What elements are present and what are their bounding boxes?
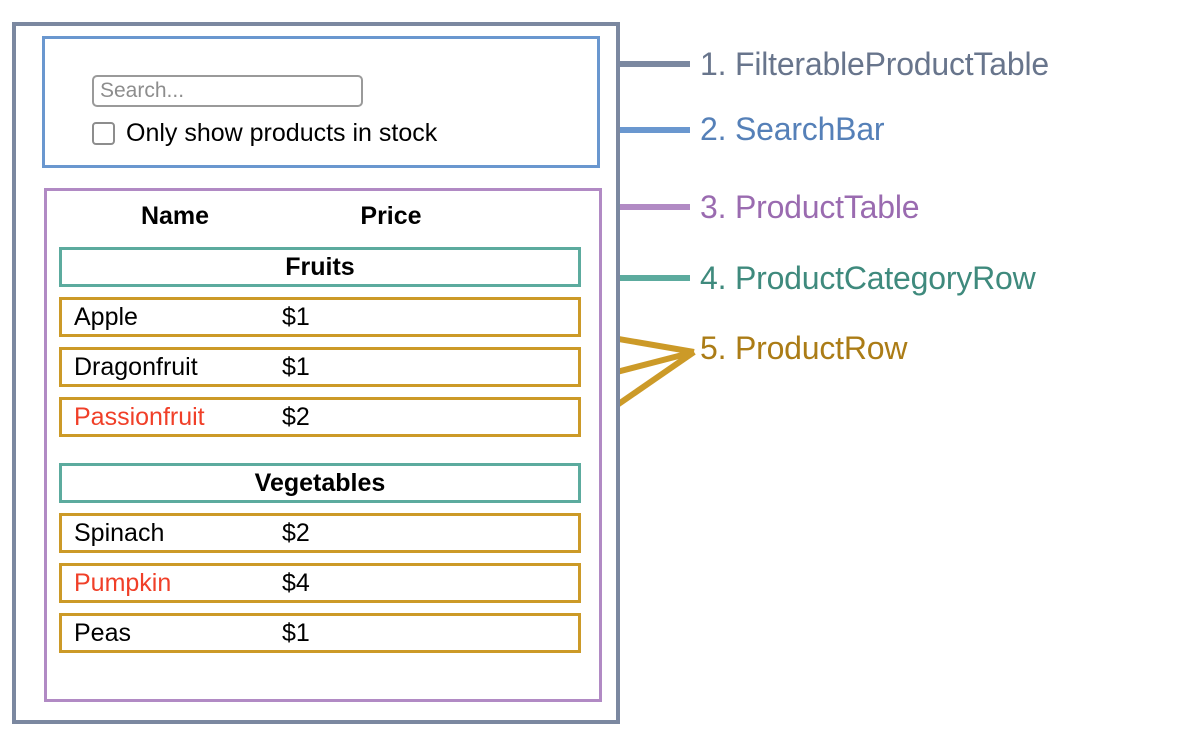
product-name: Pumpkin bbox=[74, 568, 172, 597]
legend-label-product-row: 5. ProductRow bbox=[700, 330, 908, 366]
product-name: Apple bbox=[74, 302, 138, 331]
legend-label-filterable-product-table: 1. FilterableProductTable bbox=[700, 46, 1049, 82]
in-stock-filter-row[interactable]: Only show products in stock bbox=[92, 121, 437, 146]
search-input[interactable] bbox=[92, 75, 363, 107]
product-row: Pumpkin $4 bbox=[59, 563, 581, 603]
filterable-product-table-frame: Only show products in stock Name Price F… bbox=[12, 22, 620, 724]
product-row: Apple $1 bbox=[59, 297, 581, 337]
product-name: Passionfruit bbox=[74, 402, 205, 431]
product-price: $2 bbox=[282, 402, 310, 431]
product-table-frame: Name Price Fruits Apple $1 Dragonfruit $… bbox=[44, 188, 602, 702]
product-category-row: Vegetables bbox=[59, 463, 581, 503]
product-row: Spinach $2 bbox=[59, 513, 581, 553]
legend-label-search-bar: 2. SearchBar bbox=[700, 111, 885, 147]
product-price: $2 bbox=[282, 518, 310, 547]
legend-label-product-table: 3. ProductTable bbox=[700, 189, 920, 225]
product-table-header-row: Name Price bbox=[59, 198, 581, 234]
product-price: $4 bbox=[282, 568, 310, 597]
product-row: Peas $1 bbox=[59, 613, 581, 653]
product-category-row: Fruits bbox=[59, 247, 581, 287]
in-stock-checkbox-label: Only show products in stock bbox=[126, 119, 438, 147]
product-price: $1 bbox=[282, 302, 310, 331]
product-name: Spinach bbox=[74, 518, 165, 547]
product-name: Peas bbox=[74, 618, 131, 647]
search-bar-frame: Only show products in stock bbox=[42, 36, 600, 168]
product-price: $1 bbox=[282, 352, 310, 381]
column-header-name: Name bbox=[140, 201, 210, 230]
product-name: Dragonfruit bbox=[74, 352, 198, 381]
legend-label-product-category-row: 4. ProductCategoryRow bbox=[700, 260, 1036, 296]
product-price: $1 bbox=[282, 618, 310, 647]
product-row: Dragonfruit $1 bbox=[59, 347, 581, 387]
in-stock-checkbox[interactable] bbox=[92, 122, 115, 145]
product-row: Passionfruit $2 bbox=[59, 397, 581, 437]
column-header-price: Price bbox=[360, 201, 422, 230]
